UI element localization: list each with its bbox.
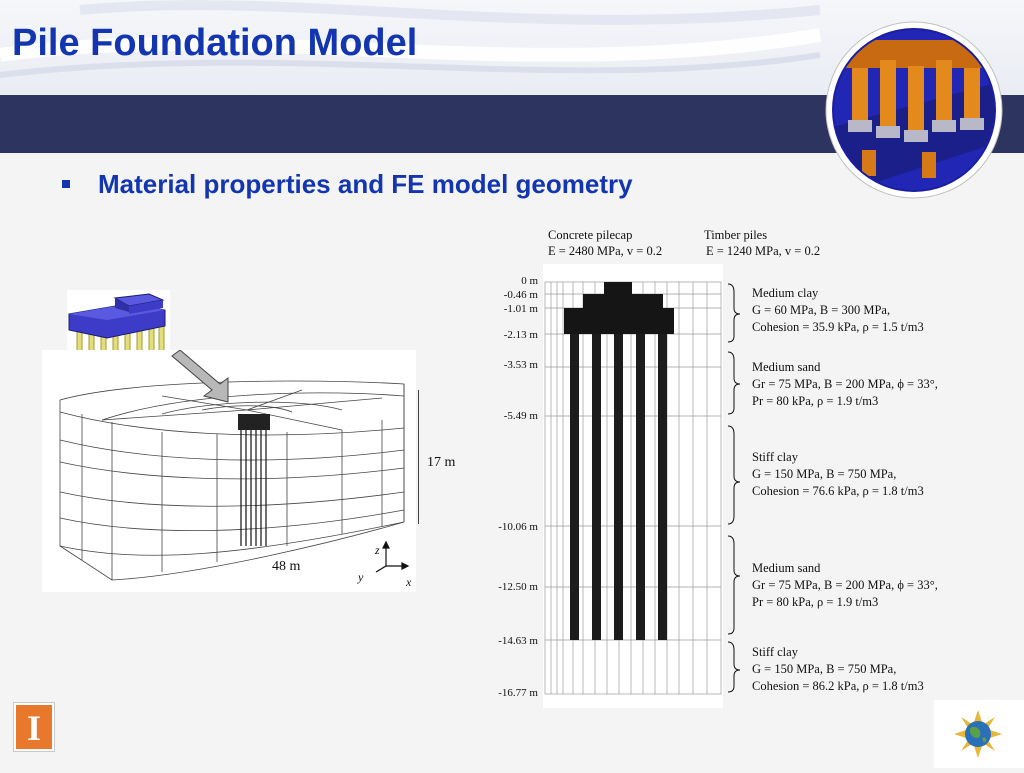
height-dimension-label: 17 m xyxy=(427,455,456,470)
layer-braces xyxy=(727,283,741,693)
cross-section-diagram xyxy=(543,264,723,708)
depth-label: -5.49 m xyxy=(503,410,538,422)
layer-line-2: Cohesion = 76.6 kPa, ρ = 1.8 t/m3 xyxy=(752,484,924,498)
depth-label: -2.13 m xyxy=(503,329,538,341)
depth-label: -16.77 m xyxy=(498,687,538,699)
slide-title: Pile Foundation Model xyxy=(12,22,418,64)
layer-name: Medium clay xyxy=(752,286,819,300)
depth-label: -12.50 m xyxy=(498,581,538,593)
layer-line-1: G = 150 MPa, B = 750 MPa, xyxy=(752,662,897,676)
pile-model-medallion-icon xyxy=(822,20,1006,200)
pilecap-label: Concrete pilecap xyxy=(548,228,633,242)
bullet-marker xyxy=(62,180,70,188)
layer-line-1: G = 150 MPa, B = 750 MPa, xyxy=(752,467,897,481)
layer-name: Stiff clay xyxy=(752,645,798,659)
layer-line-2: Cohesion = 86.2 kPa, ρ = 1.8 t/m3 xyxy=(752,679,924,693)
layer-line-1: Gr = 75 MPa, B = 200 MPa, ϕ = 33°, xyxy=(752,377,938,391)
layer-name: Medium sand xyxy=(752,360,821,374)
height-dimension-line xyxy=(418,390,419,524)
layer-properties: Medium sand Gr = 75 MPa, B = 200 MPa, ϕ … xyxy=(752,560,938,611)
layer-name: Medium sand xyxy=(752,561,821,575)
axis-z-label: z xyxy=(375,543,380,557)
depth-label: -0.46 m xyxy=(503,289,538,301)
depth-label: -1.01 m xyxy=(503,303,538,315)
layer-properties: Stiff clay G = 150 MPa, B = 750 MPa, Coh… xyxy=(752,449,924,500)
piles-label: Timber piles xyxy=(704,228,768,242)
layer-line-2: Pr = 80 kPa, ρ = 1.9 t/m3 xyxy=(752,394,879,408)
layer-line-2: Cohesion = 35.9 kPa, ρ = 1.5 t/m3 xyxy=(752,320,924,334)
layer-properties: Medium sand Gr = 75 MPa, B = 200 MPa, ϕ … xyxy=(752,359,938,410)
piles-properties: E = 1240 MPa, v = 0.2 xyxy=(706,244,821,258)
pilecap-properties: E = 2480 MPa, v = 0.2 xyxy=(548,244,663,258)
fe-mesh-3d-view xyxy=(42,349,421,592)
width-dimension-label: 48 m xyxy=(272,559,301,574)
layer-line-1: G = 60 MPa, B = 300 MPa, xyxy=(752,303,891,317)
bullet-text: Material properties and FE model geometr… xyxy=(98,169,633,199)
layer-properties: Medium clay G = 60 MPa, B = 300 MPa, Coh… xyxy=(752,285,924,336)
layer-line-1: Gr = 75 MPa, B = 200 MPa, ϕ = 33°, xyxy=(752,578,938,592)
layer-line-2: Pr = 80 kPa, ρ = 1.9 t/m3 xyxy=(752,595,879,609)
depth-label: -14.63 m xyxy=(498,635,538,647)
depth-label: 0 m xyxy=(521,275,538,287)
axis-x-label: x xyxy=(406,575,412,589)
layer-name: Stiff clay xyxy=(752,450,798,464)
illinois-logo-icon: I xyxy=(13,702,55,752)
globe-gear-icon xyxy=(934,700,1024,768)
depth-label: -10.06 m xyxy=(498,521,538,533)
layer-properties: Stiff clay G = 150 MPa, B = 750 MPa, Coh… xyxy=(752,644,924,695)
axis-y-label: y xyxy=(358,570,364,584)
depth-label: -3.53 m xyxy=(503,359,538,371)
